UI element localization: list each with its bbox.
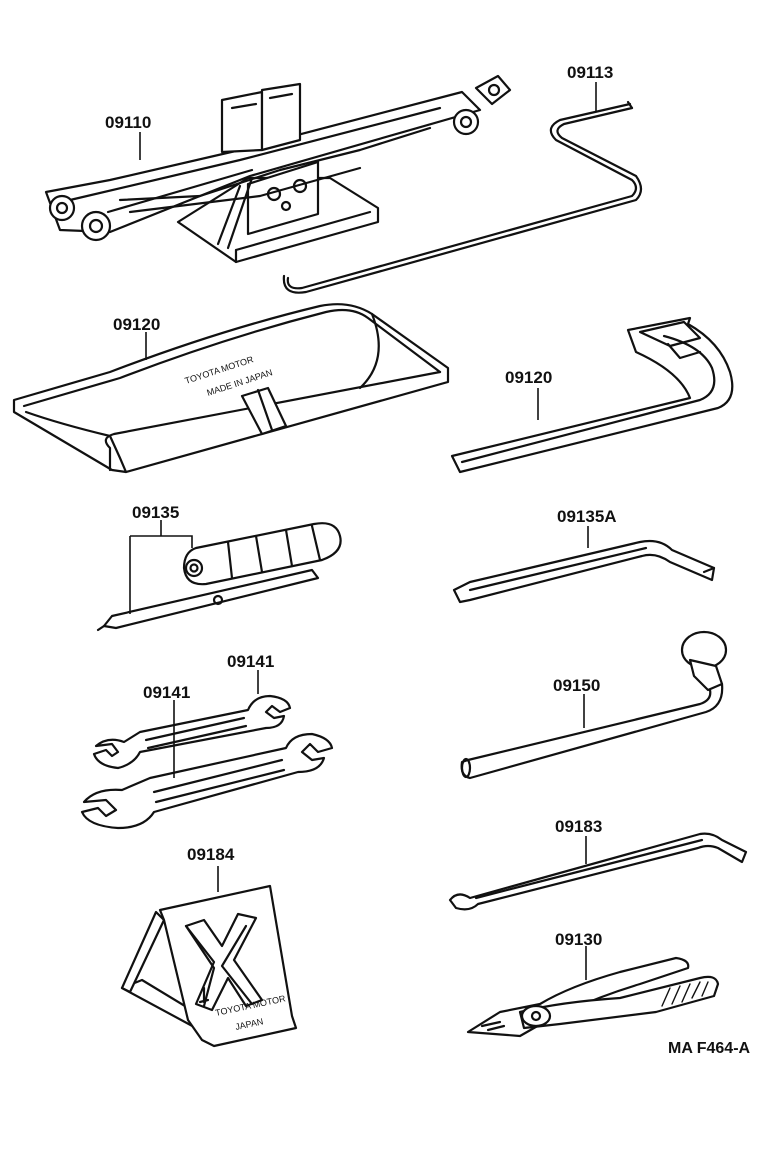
pliers-illustration	[466, 946, 720, 1038]
label-screwdriver-a: 09135A	[557, 507, 617, 526]
label-wheel-nut-wrench: 09150	[553, 676, 600, 695]
label-pliers: 09130	[555, 930, 602, 949]
label-wheel-chock: 09184	[187, 845, 235, 864]
label-tool-bar: 09183	[555, 817, 602, 836]
screwdriver-a-illustration	[452, 526, 716, 604]
label-tool-bag-side: 09120	[505, 368, 552, 387]
jack-handle-illustration	[282, 82, 643, 294]
tool-bar-illustration	[448, 832, 748, 911]
wrench-small-illustration	[92, 694, 292, 770]
figure-code: MA F464-A	[668, 1040, 751, 1057]
label-jack: 09110	[105, 113, 151, 132]
jack-illustration	[44, 74, 512, 264]
wheel-chock-illustration: TOYOTA MOTOR JAPAN	[120, 866, 298, 1048]
wrench-large-illustration	[80, 670, 334, 830]
wheel-nut-wrench-illustration	[460, 630, 728, 780]
label-wrench-large: 09141	[143, 683, 190, 702]
label-screwdriver: 09135	[132, 503, 179, 522]
label-jack-handle: 09113	[567, 63, 613, 82]
tool-bag-side-illustration	[450, 316, 734, 474]
tool-bag-illustration: TOYOTA MOTOR MADE IN JAPAN	[12, 303, 450, 474]
screwdriver-illustration	[96, 520, 342, 632]
label-wrench-small: 09141	[227, 652, 274, 671]
label-tool-bag: 09120	[113, 315, 160, 334]
